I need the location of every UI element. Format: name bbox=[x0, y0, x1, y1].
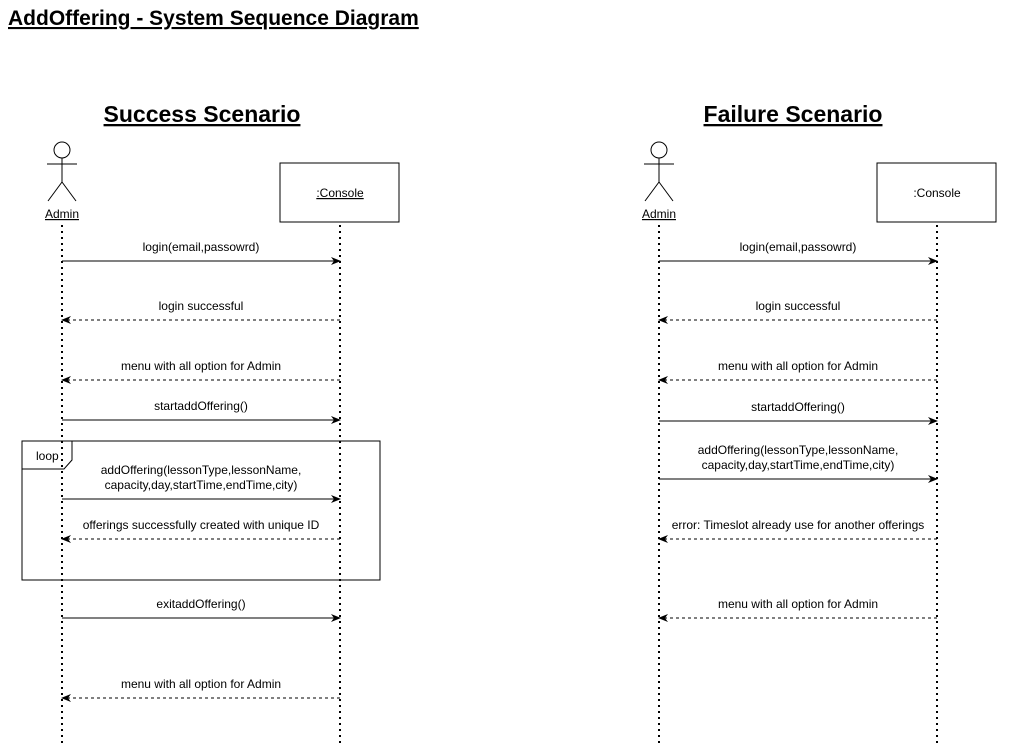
diagram-title: AddOffering - System Sequence Diagram bbox=[8, 7, 419, 30]
failure-message-label-4: startaddOffering() bbox=[751, 400, 845, 414]
failure-scenario: Failure Scenario Admin :Console login(em… bbox=[642, 101, 997, 745]
success-message-label-1: login(email,passowrd) bbox=[143, 240, 260, 254]
failure-messages: login(email,passowrd) login successful men… bbox=[658, 240, 938, 622]
failure-message-label-5: capacity,day,startTime,endTime,city) bbox=[702, 458, 895, 472]
success-message-label-2: login successful bbox=[159, 299, 244, 313]
success-scenario-heading: Success Scenario bbox=[104, 101, 301, 127]
success-admin-label: Admin bbox=[45, 207, 79, 221]
failure-message-label-6: error: Timeslot already use for another … bbox=[672, 518, 925, 532]
success-message-label-5: capacity,day,startTime,endTime,city) bbox=[105, 478, 298, 492]
failure-console-label: :Console bbox=[913, 186, 961, 200]
success-console-box: :Console bbox=[279, 162, 400, 223]
failure-console-box: :Console bbox=[876, 162, 997, 223]
success-message-label-5: addOffering(lessonType,lessonName, bbox=[101, 463, 302, 477]
failure-message-label-1: login(email,passowrd) bbox=[740, 240, 857, 254]
failure-message-label-5: addOffering(lessonType,lessonName, bbox=[698, 443, 899, 457]
failure-admin-label: Admin bbox=[642, 207, 676, 221]
success-scenario: Success Scenario Admin :Console loop log… bbox=[21, 101, 400, 745]
success-message-label-6: offerings successfully created with uniq… bbox=[83, 518, 320, 532]
success-message-label-8: menu with all option for Admin bbox=[121, 677, 281, 691]
success-message-label-7: exitaddOffering() bbox=[156, 597, 245, 611]
failure-message-label-7: menu with all option for Admin bbox=[718, 597, 878, 611]
failure-message-label-3: menu with all option for Admin bbox=[718, 359, 878, 373]
success-loop-frame: loop bbox=[21, 440, 381, 581]
success-messages: login(email,passowrd) login successful men… bbox=[61, 240, 341, 702]
success-message-label-3: menu with all option for Admin bbox=[121, 359, 281, 373]
success-console-label: :Console bbox=[316, 186, 364, 200]
success-admin-actor: Admin bbox=[45, 141, 79, 221]
success-message-label-4: startaddOffering() bbox=[154, 399, 248, 413]
failure-admin-actor: Admin bbox=[642, 141, 676, 221]
success-loop-label: loop bbox=[36, 449, 59, 463]
failure-scenario-heading: Failure Scenario bbox=[704, 101, 883, 127]
failure-message-label-2: login successful bbox=[756, 299, 841, 313]
